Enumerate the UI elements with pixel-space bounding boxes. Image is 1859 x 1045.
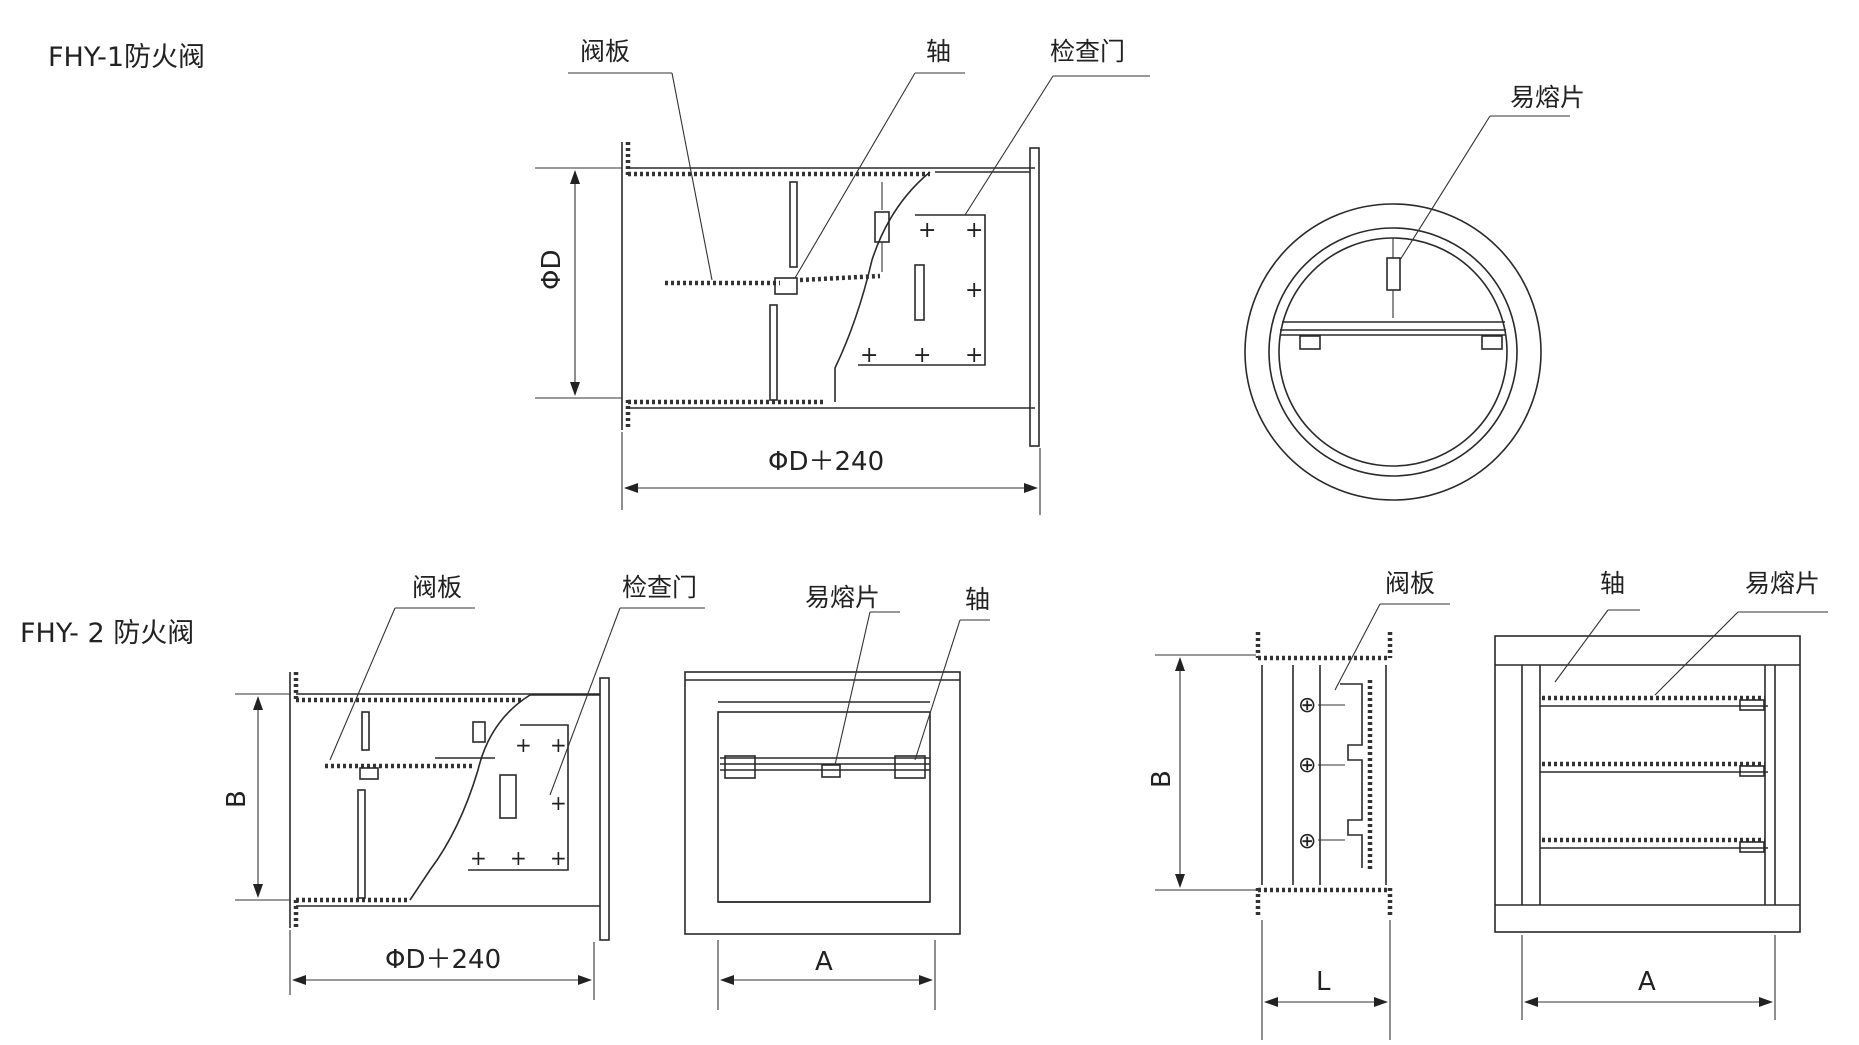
- label-fusible-link: 易熔片: [805, 583, 880, 612]
- svg-text:+: +: [550, 846, 567, 870]
- fusible-link: [472, 721, 486, 743]
- fhy2-multi-front-view: 轴 易熔片 A: [1494, 569, 1828, 1020]
- label-valve-plate: 阀板: [412, 573, 462, 602]
- dim-l: L: [1316, 967, 1331, 997]
- svg-text:⊕: ⊕: [1298, 693, 1316, 718]
- fhy2-multi-side-view: ⊕ ⊕ ⊕ 阀板 B L: [1147, 569, 1450, 1040]
- label-inspection-door: 检查门: [622, 573, 697, 602]
- dim-length-fhy2: ΦD＋240: [385, 945, 501, 975]
- blade-3: [1540, 837, 1768, 853]
- inspection-door: + + + + + +: [468, 724, 569, 871]
- title-fhy1: FHY-1防火阀: [48, 42, 205, 73]
- svg-text:+: +: [510, 846, 527, 870]
- blade-1: [1540, 695, 1768, 711]
- svg-text:+: +: [550, 733, 567, 757]
- dimension-width: A: [717, 940, 936, 1010]
- svg-text:+: +: [913, 343, 931, 368]
- label-fusible-link: 易熔片: [1510, 83, 1585, 112]
- svg-text:+: +: [550, 791, 567, 815]
- dimension-height: ΦD: [535, 167, 622, 399]
- svg-text:⊕: ⊕: [1298, 829, 1316, 854]
- outer-frame: [684, 671, 961, 935]
- shaft-block: [774, 277, 798, 295]
- dim-a-multi: A: [1638, 967, 1656, 997]
- dim-b-multi: B: [1147, 770, 1177, 788]
- svg-text:⊕: ⊕: [1298, 753, 1316, 778]
- fhy1-side-view: + + + + + + 阀板 轴 检查门: [535, 37, 1150, 515]
- fhy2-front-view: 易熔片 轴 A: [684, 583, 990, 1010]
- door-handle: [499, 774, 517, 819]
- svg-text:+: +: [965, 218, 983, 243]
- dimension-length: ΦD＋240: [289, 930, 595, 1000]
- fusible-link: [1386, 257, 1401, 291]
- inspection-door-outline: [834, 171, 931, 402]
- label-valve-plate: 阀板: [1385, 569, 1435, 598]
- inspection-door: + + + + + +: [858, 214, 986, 368]
- title-fhy2: FHY- 2 防火阀: [20, 618, 194, 649]
- svg-text:+: +: [965, 278, 983, 303]
- label-inspection-door: 检查门: [1050, 37, 1125, 66]
- fusible-link: [874, 211, 890, 243]
- dim-phi-d: ΦD: [537, 250, 567, 291]
- left-flange: [621, 142, 631, 430]
- blade-2: [1540, 761, 1768, 777]
- label-fusible-link: 易熔片: [1745, 569, 1820, 598]
- dimension-height: B: [1147, 654, 1256, 891]
- label-shaft: 轴: [965, 585, 990, 614]
- dimension-width: A: [1521, 935, 1776, 1020]
- fhy1-front-view: 易熔片: [1244, 83, 1585, 501]
- dim-length-fhy1: ΦD＋240: [768, 447, 884, 477]
- svg-text:+: +: [515, 733, 532, 757]
- svg-text:+: +: [470, 846, 487, 870]
- door-handle: [914, 264, 925, 321]
- dimension-length: L: [1261, 920, 1391, 1040]
- right-flange: [1029, 147, 1040, 447]
- label-valve-plate: 阀板: [580, 37, 630, 66]
- svg-text:+: +: [918, 218, 936, 243]
- svg-text:+: +: [860, 343, 878, 368]
- dim-b: B: [222, 790, 252, 808]
- label-shaft: 轴: [1600, 569, 1625, 598]
- dimension-length: ΦD＋240: [621, 432, 1041, 515]
- fhy2-side-view: + + + + + + 阀板 检查门 B: [222, 573, 705, 1000]
- outer-ring: [1244, 203, 1542, 501]
- dimension-height: B: [222, 693, 290, 901]
- outer-frame: [1494, 635, 1801, 933]
- label-shaft: 轴: [926, 37, 951, 66]
- svg-text:+: +: [965, 343, 983, 368]
- right-flange: [599, 677, 610, 941]
- dim-a: A: [815, 947, 833, 977]
